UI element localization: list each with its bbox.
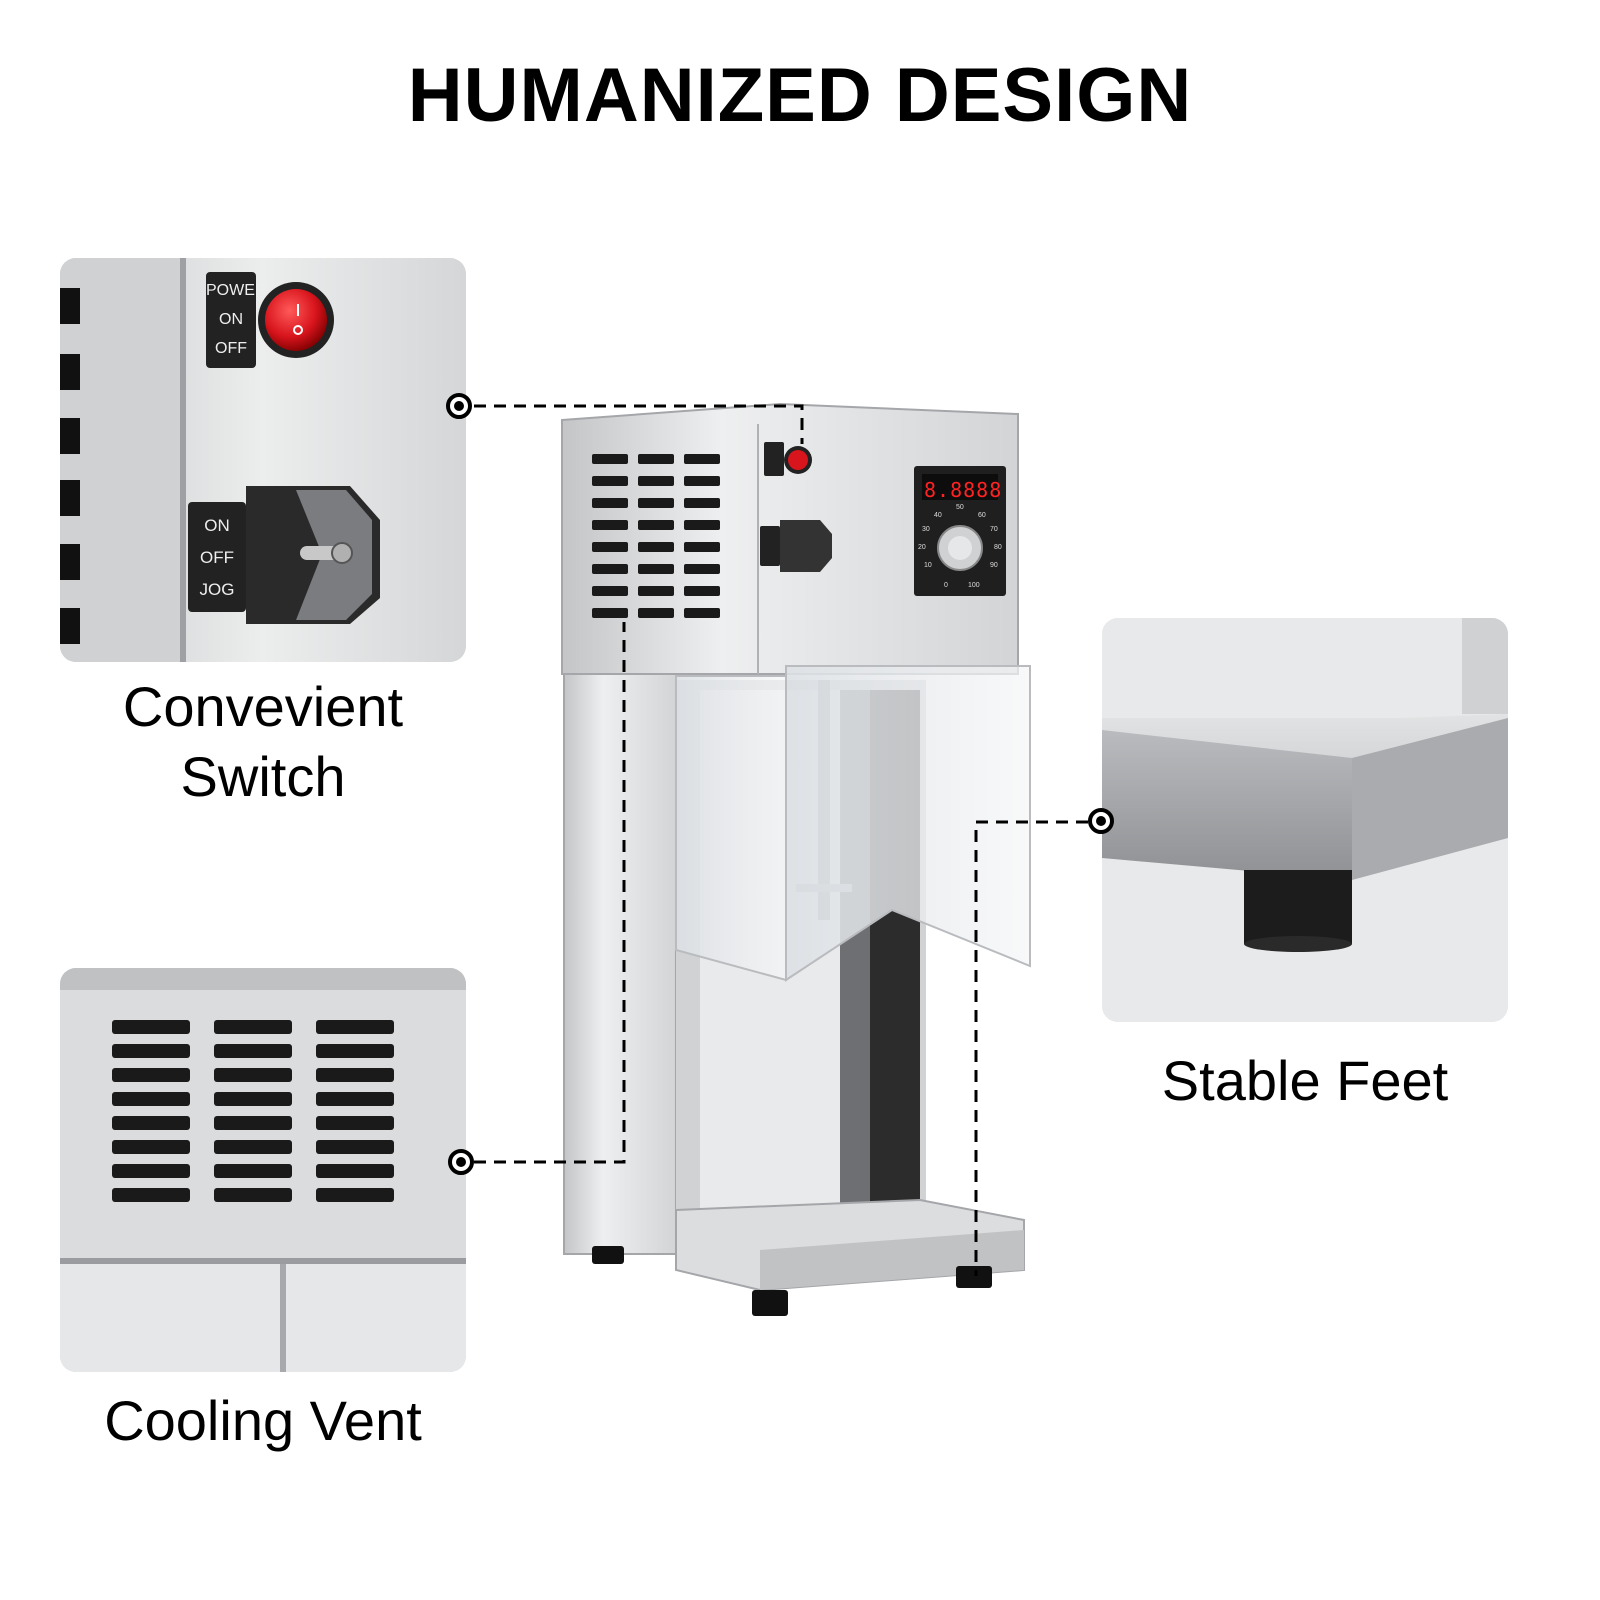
power-off-label: OFF [215,340,247,357]
callout-line-switch [474,404,804,444]
switch-closeup-panel: POWER ON OFF ON OFF JOG [60,258,466,662]
callout-dot-feet [1088,808,1114,834]
dial-tick-90: 90 [990,562,998,569]
dial-tick-0: 0 [944,582,948,589]
switch-caption: Convevient Switch [60,672,466,812]
vent-closeup-panel [60,968,466,1372]
product-image [561,402,1031,1316]
dial-tick-60: 60 [978,512,986,519]
product-power-button [788,450,808,470]
product-power-plate [764,442,784,476]
dial-tick-70: 70 [990,526,998,533]
dial-tick-80: 80 [994,544,1002,551]
control-display: 8.8888 [924,478,1003,502]
toggle-jog-label: JOG [199,580,235,599]
power-label: POWER [206,282,267,299]
dial-tick-10: 10 [924,562,932,569]
dial-tick-40: 40 [934,512,942,519]
toggle-on-label: ON [204,516,230,535]
foot-front-right [956,1266,992,1288]
feet-closeup-image [1102,618,1508,1022]
dial-tick-20: 20 [918,544,926,551]
switch-caption-line1: Convevient [122,675,404,738]
callout-dot-vent [448,1149,474,1175]
toggle-off-label: OFF [200,548,234,567]
feet-caption: Stable Feet [1161,1049,1449,1112]
callout-line-vent [474,622,626,1164]
switch-closeup-image [60,258,466,662]
vent-closeup-image [60,968,466,1372]
switch-caption-line2: Switch [180,745,346,808]
feet-closeup-panel [1102,618,1508,1022]
dial-tick-30: 30 [922,526,930,533]
dial-tick-labels: 0 10 20 30 40 50 60 70 80 90 100 [914,498,1006,594]
vent-caption: Cooling Vent [104,1389,422,1452]
callout-line-feet [974,820,1088,1276]
power-on-label: ON [219,311,243,328]
callout-dot-switch [446,393,472,419]
dial-tick-100: 100 [968,582,980,589]
foot-back-left [592,1246,624,1264]
foot-front-left [752,1290,788,1316]
page-title: HUMANIZED DESIGN [407,53,1193,138]
dial-tick-50: 50 [956,504,964,511]
